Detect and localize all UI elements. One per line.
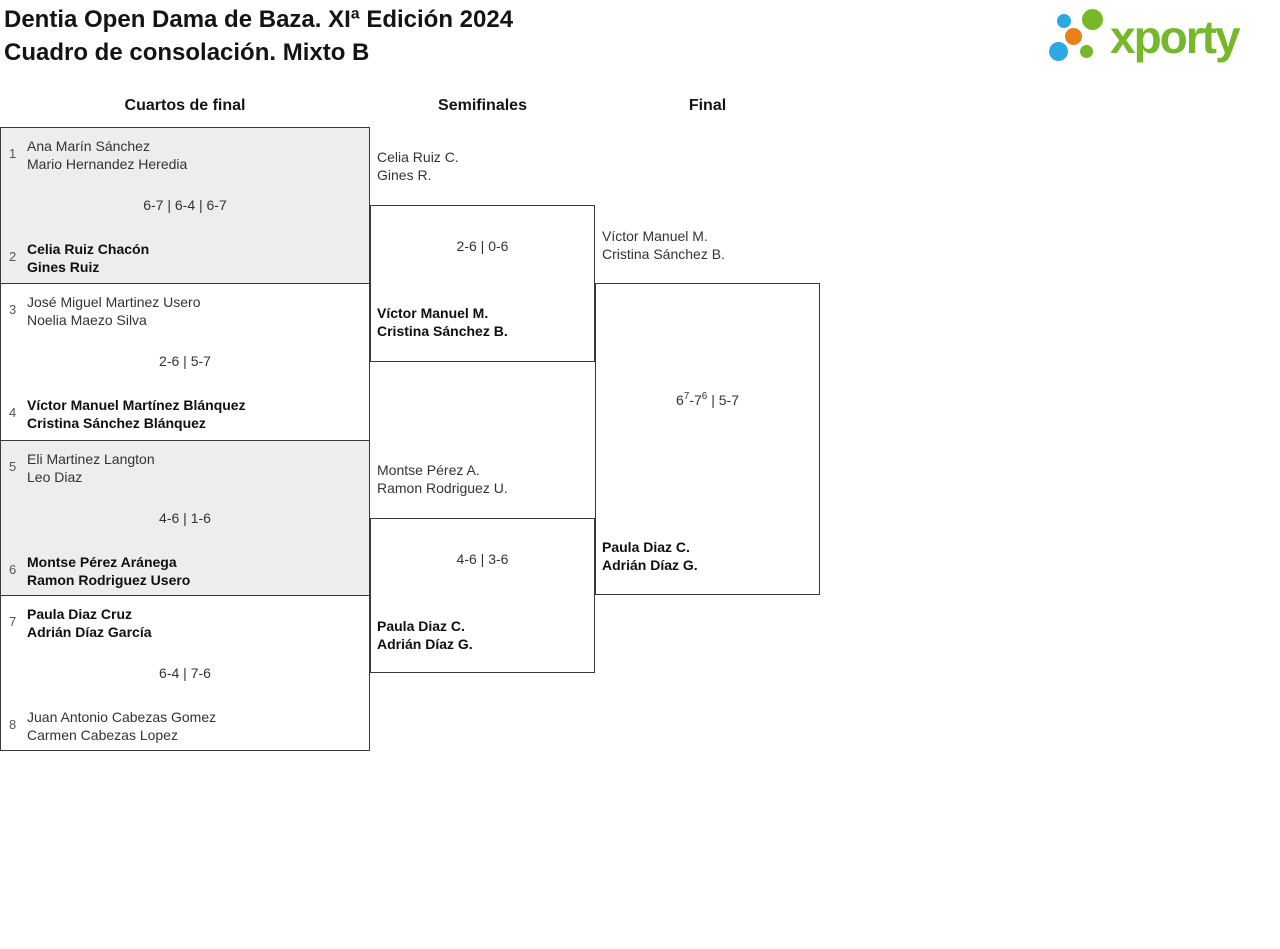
team-name: Celia Ruiz Chacón Gines Ruiz	[27, 240, 361, 276]
team-name: Eli Martinez Langton Leo Diaz	[27, 450, 361, 486]
team-name: Ana Marín Sánchez Mario Hernandez Heredi…	[27, 137, 361, 173]
player-name: José Miguel Martinez Usero	[27, 294, 201, 310]
team-name: Paula Diaz C. Adrián Díaz G.	[602, 538, 698, 574]
player-name: Víctor Manuel Martínez Blánquez	[27, 397, 246, 413]
team-name: Montse Pérez A. Ramon Rodriguez U.	[377, 461, 634, 497]
player-name: Leo Diaz	[27, 469, 83, 485]
seed-number: 5	[9, 459, 17, 474]
semifinal-match-1: Celia Ruiz C. Gines R. 2-6 | 0-6 Víctor …	[370, 149, 595, 362]
quarterfinal-match-2: 3 José Miguel Martinez Usero Noelia Maez…	[0, 283, 370, 441]
team-name: Paula Diaz Cruz Adrián Díaz García	[27, 605, 361, 641]
player-name: Víctor Manuel M.	[377, 305, 489, 321]
match-score: 6-7 | 6-4 | 6-7	[143, 197, 227, 213]
player-name: Adrián Díaz G.	[377, 636, 473, 652]
player-name: Adrián Díaz G.	[602, 557, 698, 573]
player-name: Celia Ruiz Chacón	[27, 241, 150, 257]
seed-number: 3	[9, 302, 17, 317]
player-name: Noelia Maezo Silva	[27, 312, 147, 328]
player-name: Ramon Rodriguez Usero	[27, 572, 191, 588]
team-name: Víctor Manuel M. Cristina Sánchez B.	[602, 227, 859, 263]
round-header-semifinals: Semifinales	[438, 97, 527, 114]
tiebreak-score: 7	[683, 391, 690, 402]
player-name: Cristina Sánchez Blánquez	[27, 415, 206, 431]
team-name: Montse Pérez Aránega Ramon Rodriguez Use…	[27, 553, 361, 589]
xporty-logo[interactable]: xporty	[1044, 2, 1274, 72]
logo-dot-green-large-icon	[1082, 9, 1103, 30]
logo-dot-blue-large-icon	[1049, 42, 1068, 61]
match-score: 4-6 | 1-6	[159, 510, 211, 526]
tournament-title: Dentia Open Dama de Baza. XIª Edición 20…	[4, 6, 514, 33]
match-score: 2-6 | 5-7	[159, 353, 211, 369]
player-name: Ramon Rodriguez U.	[377, 480, 508, 496]
player-name: Montse Pérez Aránega	[27, 554, 177, 570]
player-name: Mario Hernandez Heredia	[27, 156, 188, 172]
round-header-quarterfinals: Cuartos de final	[124, 97, 246, 114]
semifinal-match-2: Montse Pérez A. Ramon Rodriguez U. 4-6 |…	[370, 462, 595, 673]
round-header-final: Final	[688, 97, 727, 114]
player-name: Paula Diaz Cruz	[27, 606, 133, 622]
team-name: Celia Ruiz C. Gines R.	[377, 148, 634, 184]
team-name: Víctor Manuel M. Cristina Sánchez B.	[377, 304, 508, 340]
xporty-logo-dots-icon	[1044, 2, 1114, 72]
bracket-subtitle: Cuadro de consolación. Mixto B	[4, 39, 370, 66]
seed-number: 1	[9, 146, 17, 161]
page-title: Dentia Open Dama de Baza. XIª Edición 20…	[4, 3, 513, 69]
seed-number: 2	[9, 249, 17, 264]
seed-number: 8	[9, 717, 17, 732]
match-score: 4-6 | 3-6	[456, 551, 509, 567]
player-name: Adrián Díaz García	[27, 624, 152, 640]
team-name: Víctor Manuel Martínez Blánquez Cristina…	[27, 396, 361, 432]
player-name: Paula Diaz C.	[377, 618, 465, 634]
player-name: Gines R.	[377, 167, 432, 183]
player-name: Cristina Sánchez B.	[602, 246, 725, 262]
player-name: Paula Diaz C.	[602, 539, 690, 555]
seed-number: 7	[9, 614, 17, 629]
player-name: Carmen Cabezas Lopez	[27, 727, 178, 743]
quarterfinal-match-1: 1 Ana Marín Sánchez Mario Hernandez Here…	[0, 127, 370, 284]
xporty-logo-text: xporty	[1110, 11, 1241, 63]
player-name: Ana Marín Sánchez	[27, 138, 150, 154]
player-name: Víctor Manuel M.	[602, 228, 708, 244]
match-score: 2-6 | 0-6	[456, 238, 509, 254]
seed-number: 6	[9, 562, 17, 577]
logo-dot-orange-icon	[1065, 28, 1082, 45]
player-name: Eli Martinez Langton	[27, 451, 155, 467]
tiebreak-score: 6	[701, 391, 708, 402]
quarterfinal-match-4: 7 Paula Diaz Cruz Adrián Díaz García 6-4…	[0, 595, 370, 751]
final-match: Víctor Manuel M. Cristina Sánchez B. 67-…	[595, 228, 820, 595]
team-name: José Miguel Martinez Usero Noelia Maezo …	[27, 293, 361, 329]
player-name: Montse Pérez A.	[377, 462, 480, 478]
player-name: Juan Antonio Cabezas Gomez	[27, 709, 217, 725]
team-name: Paula Diaz C. Adrián Díaz G.	[377, 617, 473, 653]
player-name: Celia Ruiz C.	[377, 149, 459, 165]
match-score: 6-4 | 7-6	[159, 665, 211, 681]
match-score: 67-76 | 5-7	[675, 391, 740, 409]
quarterfinal-match-3: 5 Eli Martinez Langton Leo Diaz 4-6 | 1-…	[0, 440, 370, 596]
team-name: Juan Antonio Cabezas Gomez Carmen Cabeza…	[27, 708, 361, 744]
logo-dot-green-small-icon	[1080, 45, 1093, 58]
logo-dot-blue-small-icon	[1057, 14, 1071, 28]
player-name: Gines Ruiz	[27, 259, 100, 275]
player-name: Cristina Sánchez B.	[377, 323, 508, 339]
seed-number: 4	[9, 405, 17, 420]
